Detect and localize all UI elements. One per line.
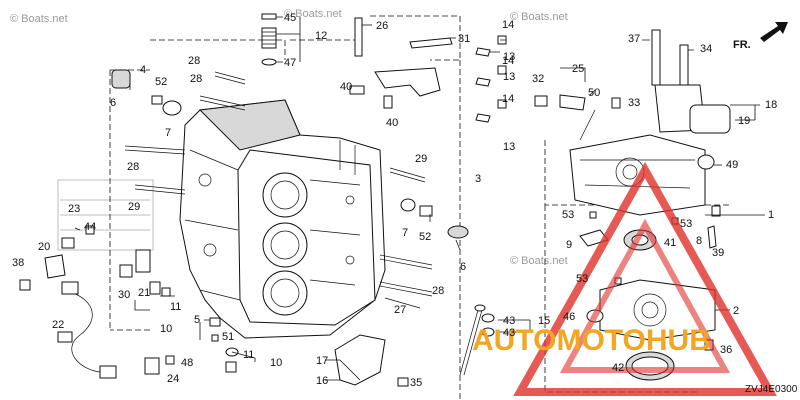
watermark-left: © Boats.net (10, 13, 68, 25)
callout-labels: 45 12 47 26 31 14 13 14 13 14 13 3 25 32… (12, 12, 777, 389)
callout-29-b: 29 (415, 153, 427, 165)
callout-16: 16 (316, 375, 328, 387)
callout-32: 32 (532, 73, 544, 85)
callout-7-a: 7 (165, 127, 171, 139)
callout-20: 20 (38, 241, 50, 253)
callout-36: 36 (720, 344, 732, 356)
callout-29-a: 29 (128, 201, 140, 213)
callout-4: 4 (140, 64, 146, 76)
leader-lines (74, 16, 765, 381)
cover-assembly-upper (569, 134, 721, 251)
callout-10-a: 10 (160, 323, 172, 335)
callout-21: 21 (138, 287, 150, 299)
callout-8: 8 (696, 235, 702, 247)
upper-small-parts (261, 13, 453, 109)
callout-10-b: 10 (270, 357, 282, 369)
callout-1: 1 (768, 209, 774, 221)
fastener-column (475, 35, 507, 123)
watermark-top: © Boats.net (284, 8, 342, 20)
callout-46: 46 (563, 311, 575, 323)
callout-12: 12 (315, 30, 327, 42)
callout-14-a: 14 (502, 19, 514, 31)
background-outline (57, 179, 154, 251)
callout-53-a: 53 (562, 209, 574, 221)
callout-17: 17 (316, 355, 328, 367)
callout-13-a: 13 (503, 51, 515, 63)
direction-label: FR. (733, 39, 751, 51)
callout-9: 9 (566, 239, 572, 251)
cylinder-block (179, 99, 386, 339)
callout-28-c: 28 (127, 161, 139, 173)
callout-45: 45 (284, 12, 296, 24)
callout-48: 48 (181, 357, 193, 369)
callout-28-b: 28 (190, 73, 202, 85)
callout-50: 50 (588, 87, 600, 99)
lower-center-parts (334, 304, 495, 387)
callout-52-a: 52 (155, 76, 167, 88)
callout-24: 24 (167, 373, 179, 385)
callout-38: 38 (12, 257, 24, 269)
callout-11-a: 11 (170, 301, 181, 313)
callout-43-a: 43 (503, 315, 515, 327)
callout-5: 5 (194, 314, 200, 326)
callout-40-b: 40 (386, 117, 398, 129)
callout-53-c: 53 (576, 273, 588, 285)
callout-40-a: 40 (340, 81, 352, 93)
callout-14-b: 14 (502, 55, 514, 67)
callout-19: 19 (738, 115, 750, 127)
callout-41: 41 (664, 237, 676, 249)
callout-51: 51 (222, 331, 234, 343)
callout-7-b: 7 (402, 227, 408, 239)
diagram-code: ZVJ4E0300 (745, 384, 798, 395)
callout-34: 34 (700, 43, 712, 55)
callout-6-b: 6 (460, 261, 466, 273)
brand-text: AUTOMOTOHUB (472, 324, 711, 357)
watermark-lower: © Boats.net (510, 255, 568, 267)
callout-26: 26 (376, 20, 388, 32)
callout-28-a: 28 (188, 55, 200, 67)
callout-6-a: 6 (110, 97, 116, 109)
lower-left-parts (19, 225, 239, 379)
callout-28-d: 28 (432, 285, 444, 297)
callout-15: 15 (538, 315, 550, 327)
callout-35: 35 (410, 377, 422, 389)
callout-39: 39 (712, 247, 724, 259)
brand-overlay: AUTOMOTOHUB (472, 161, 777, 396)
callout-22: 22 (52, 319, 64, 331)
callout-47: 47 (284, 57, 296, 69)
callout-43-b: 43 (503, 327, 515, 339)
callout-37: 37 (628, 33, 640, 45)
callout-49: 49 (726, 159, 738, 171)
callout-23: 23 (68, 203, 80, 215)
callout-13-b: 13 (503, 71, 515, 83)
callout-3: 3 (475, 173, 481, 185)
callout-14-c: 14 (502, 93, 514, 105)
callout-25: 25 (572, 63, 584, 75)
callout-13-c: 13 (503, 141, 515, 153)
left-bolts (111, 69, 246, 195)
callout-18: 18 (765, 99, 777, 111)
right-side-parts (379, 167, 469, 309)
callout-31: 31 (458, 33, 470, 45)
watermark-right: © Boats.net (510, 11, 568, 23)
callout-27: 27 (394, 304, 406, 316)
callout-53-b: 53 (680, 218, 692, 230)
callout-44: 44 (84, 221, 96, 233)
callout-52-b: 52 (419, 231, 431, 243)
callout-30: 30 (118, 289, 130, 301)
callout-2: 2 (733, 305, 739, 317)
callout-11-b: 11 (243, 349, 254, 361)
upper-right-sensors (534, 29, 731, 141)
callout-42: 42 (612, 362, 624, 374)
front-direction-indicator: FR. (733, 22, 788, 51)
callout-33: 33 (628, 97, 640, 109)
